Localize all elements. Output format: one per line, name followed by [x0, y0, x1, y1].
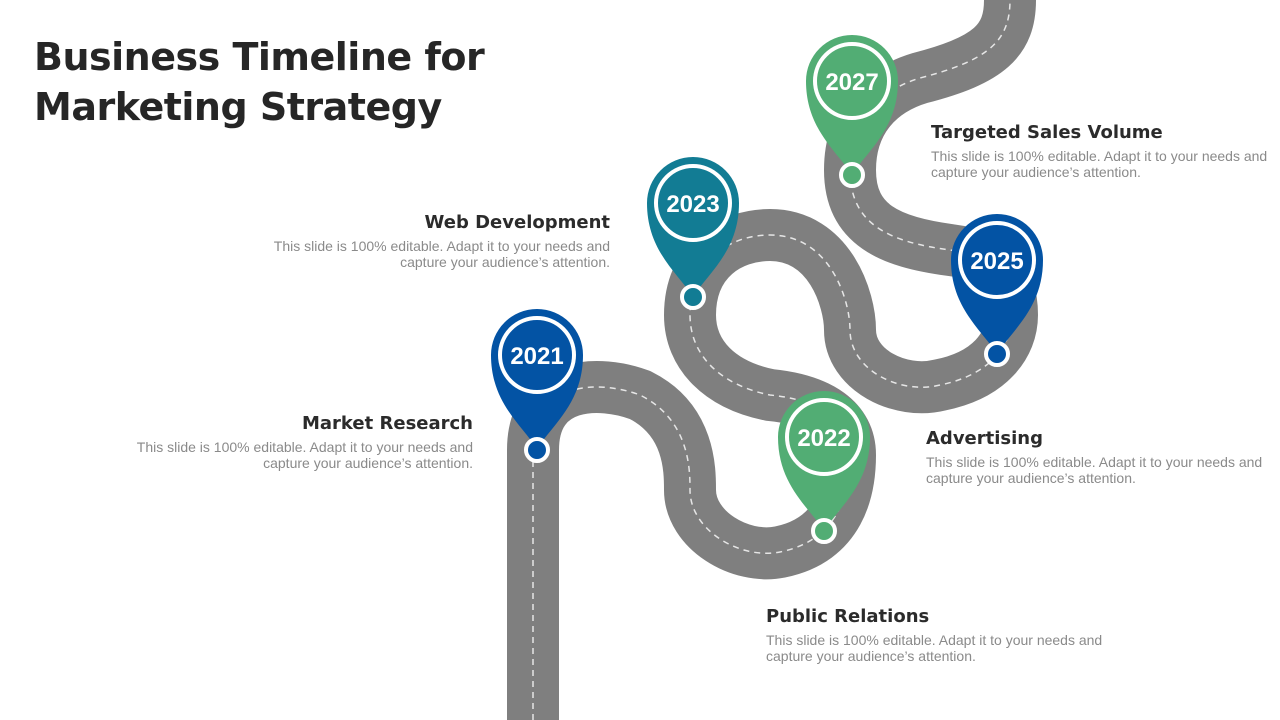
milestone-description: This slide is 100% editable. Adapt it to… [247, 238, 610, 270]
milestone-text-2027: Targeted Sales Volume This slide is 100%… [931, 122, 1276, 180]
description-line: capture your audience’s attention. [931, 164, 1276, 180]
description-line: This slide is 100% editable. Adapt it to… [766, 632, 1126, 648]
year-label: 2025 [970, 248, 1023, 275]
milestone-description: This slide is 100% editable. Adapt it to… [931, 148, 1276, 180]
milestone-pin-2027: 2027 [806, 35, 898, 186]
milestone-heading: Public Relations [766, 606, 1126, 628]
milestone-text-2023: Web Development This slide is 100% edita… [247, 212, 610, 270]
milestone-heading: Targeted Sales Volume [931, 122, 1276, 144]
year-label: 2027 [825, 69, 878, 96]
milestone-text-2022: Public Relations This slide is 100% edit… [766, 606, 1126, 664]
milestone-text-2021: Market Research This slide is 100% edita… [110, 413, 473, 471]
year-label: 2021 [510, 343, 563, 370]
road-marker-dot [813, 520, 835, 542]
milestone-description: This slide is 100% editable. Adapt it to… [110, 439, 473, 471]
milestone-pin-2023: 2023 [647, 157, 739, 308]
map-pin-icon [806, 35, 898, 175]
description-line: capture your audience’s attention. [247, 254, 610, 270]
description-line: capture your audience’s attention. [926, 470, 1276, 486]
milestone-heading: Advertising [926, 428, 1276, 450]
road-marker-dot [526, 439, 548, 461]
milestone-pin-2021: 2021 [491, 309, 583, 461]
milestone-description: This slide is 100% editable. Adapt it to… [926, 454, 1276, 486]
year-label: 2022 [797, 425, 850, 452]
milestone-text-2025: Advertising This slide is 100% editable.… [926, 428, 1276, 486]
description-line: capture your audience’s attention. [766, 648, 1126, 664]
description-line: This slide is 100% editable. Adapt it to… [926, 454, 1276, 470]
description-line: This slide is 100% editable. Adapt it to… [931, 148, 1276, 164]
road-marker-dot [841, 164, 863, 186]
road-marker-dot [986, 343, 1008, 365]
map-pin-icon [491, 309, 583, 449]
road-marker-dot [682, 286, 704, 308]
year-label: 2023 [666, 191, 719, 218]
milestone-heading: Market Research [110, 413, 473, 435]
description-line: capture your audience’s attention. [110, 455, 473, 471]
description-line: This slide is 100% editable. Adapt it to… [247, 238, 610, 254]
milestone-description: This slide is 100% editable. Adapt it to… [766, 632, 1126, 664]
milestone-heading: Web Development [247, 212, 610, 234]
description-line: This slide is 100% editable. Adapt it to… [110, 439, 473, 455]
